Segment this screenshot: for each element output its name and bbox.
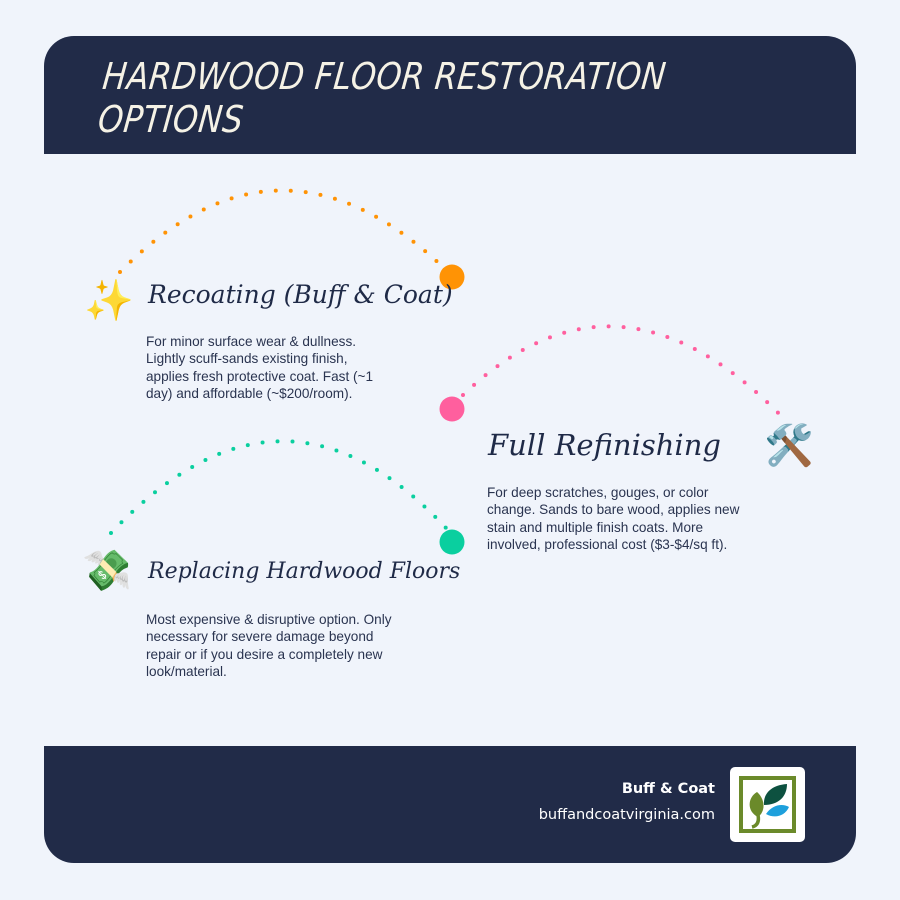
leaf-logo-icon	[739, 776, 796, 833]
sparkles-icon: ✨	[84, 278, 134, 324]
option-desc-refinishing: For deep scratches, gouges, or color cha…	[487, 485, 740, 552]
option-title-recoating: Recoating (Buff & Coat)	[148, 280, 453, 309]
brand-url[interactable]: buffandcoatvirginia.com	[538, 807, 715, 823]
node-refinishing	[439, 396, 465, 422]
hammer-and-wrench-icon: 🛠️	[764, 423, 814, 469]
arc-replacing	[109, 439, 448, 535]
brand-name: Buff & Coat	[621, 781, 715, 797]
header-banner: HARDWOOD FLOOR RESTORATION OPTIONS	[44, 36, 856, 154]
option-title-replacing: Replacing Hardwood Floors	[148, 559, 461, 584]
option-desc-recoating: For minor surface wear & dullness. Light…	[146, 334, 374, 401]
node-recoating	[439, 264, 465, 290]
option-title-refinishing: Full Refinishing	[488, 428, 721, 462]
footer-banner: Buff & Coat buffandcoatvirginia.com	[44, 746, 856, 863]
arc-recoating	[118, 188, 448, 274]
option-desc-replacing: Most expensive & disruptive option. Only…	[146, 612, 392, 679]
arc-refinishing	[461, 324, 790, 425]
node-replacing	[439, 529, 465, 555]
brand-logo	[730, 767, 805, 842]
money-with-wings-icon: 💸	[82, 548, 132, 594]
